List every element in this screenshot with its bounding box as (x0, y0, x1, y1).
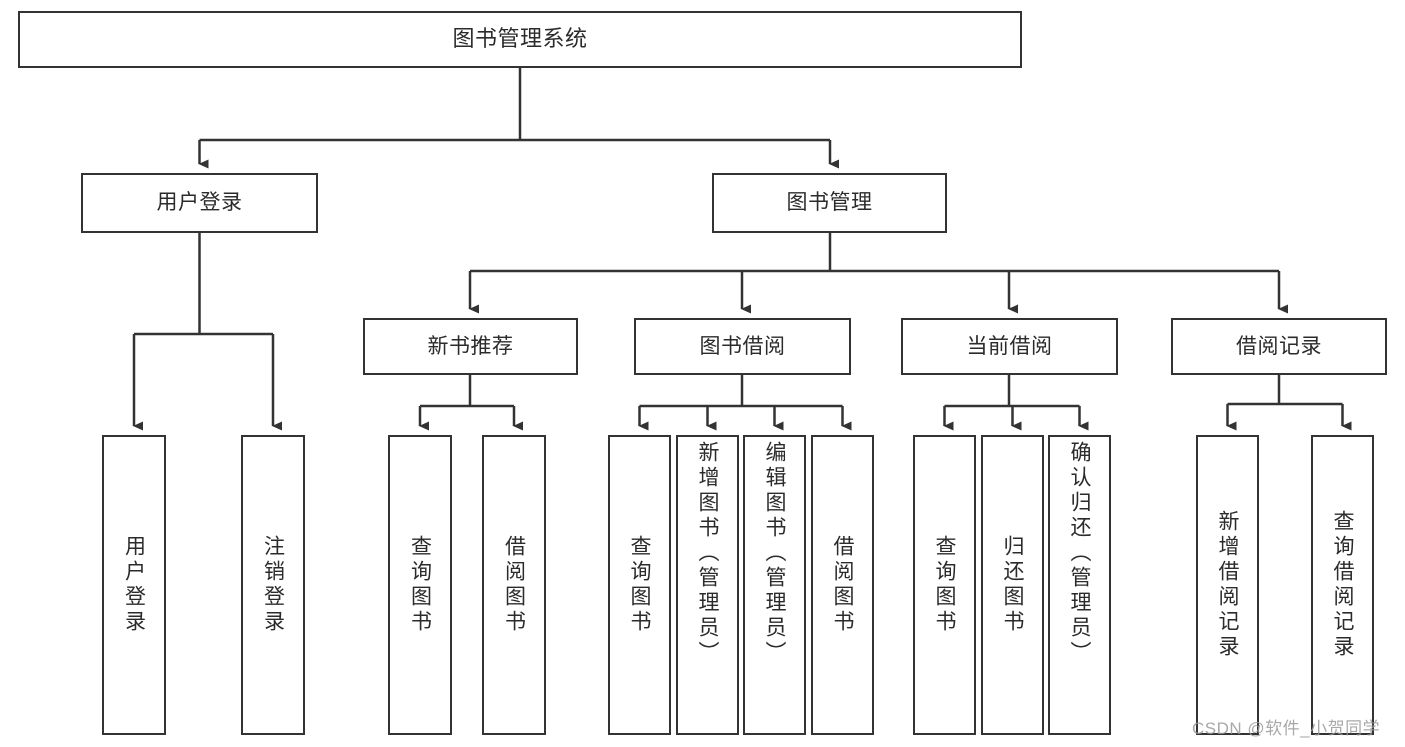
node-leaf-query-book-current[interactable]: 查询图书 (913, 435, 976, 735)
node-leaf-logout[interactable]: 注销登录 (241, 435, 305, 735)
node-label: 借阅记录 (1236, 334, 1322, 358)
node-leaf-query-book-recommend[interactable]: 查询图书 (388, 435, 452, 735)
node-label: 注销登录 (261, 535, 285, 635)
node-leaf-confirm-return-admin[interactable]: 确认归还（管理员） (1048, 435, 1111, 735)
node-label: 查询借阅记录 (1331, 510, 1354, 660)
node-book-borrow[interactable]: 图书借阅 (634, 318, 851, 375)
node-current-borrow[interactable]: 当前借阅 (901, 318, 1118, 375)
node-leaf-user-login[interactable]: 用户登录 (102, 435, 166, 735)
node-leaf-edit-book-admin[interactable]: 编辑图书（管理员） (743, 435, 806, 735)
node-book-management[interactable]: 图书管理 (712, 173, 947, 233)
node-label: 当前借阅 (966, 334, 1053, 358)
node-label: 编辑图书（管理员） (763, 441, 786, 666)
node-label: 查询图书 (408, 535, 432, 635)
node-label: 查询图书 (933, 535, 956, 635)
node-label: 归还图书 (1001, 535, 1024, 635)
node-label: 新书推荐 (427, 334, 514, 358)
node-label: 借阅图书 (502, 535, 526, 635)
node-leaf-add-borrow-record[interactable]: 新增借阅记录 (1196, 435, 1259, 735)
node-label: 用户登录 (156, 191, 243, 215)
node-label: 新增借阅记录 (1216, 510, 1239, 660)
node-label: 新增图书（管理员） (696, 441, 719, 666)
node-leaf-query-book-borrow[interactable]: 查询图书 (608, 435, 671, 735)
node-label: 确认归还（管理员） (1068, 441, 1091, 666)
node-leaf-query-borrow-record[interactable]: 查询借阅记录 (1311, 435, 1374, 735)
node-leaf-return-book[interactable]: 归还图书 (981, 435, 1044, 735)
node-leaf-borrow-book[interactable]: 借阅图书 (811, 435, 874, 735)
node-label: 图书管理 (786, 191, 873, 215)
node-label: 查询图书 (628, 535, 651, 635)
node-new-book-recommend[interactable]: 新书推荐 (363, 318, 578, 375)
node-leaf-borrow-book-recommend[interactable]: 借阅图书 (482, 435, 546, 735)
node-borrow-record[interactable]: 借阅记录 (1171, 318, 1387, 375)
csdn-watermark: CSDN @软件_小贺同学 (1192, 719, 1381, 738)
node-label: 图书借阅 (699, 334, 786, 358)
node-user-login[interactable]: 用户登录 (81, 173, 318, 233)
node-label: 借阅图书 (831, 535, 854, 635)
node-root-book-management-system[interactable]: 图书管理系统 (18, 11, 1022, 68)
node-label: 用户登录 (122, 535, 146, 635)
node-leaf-add-book-admin[interactable]: 新增图书（管理员） (676, 435, 739, 735)
node-label: 图书管理系统 (452, 26, 588, 52)
